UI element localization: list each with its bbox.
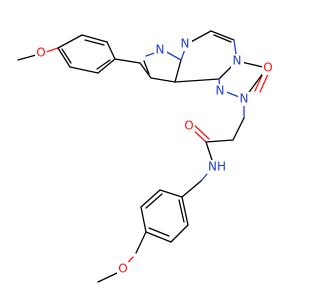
nitrogen-pyrazole-2-label: N [181,37,190,51]
oxygen-bottom-label: O [118,262,127,276]
oxygen-ring-carbonyl-label: O [263,61,272,75]
nitrogen-triazole-n2-label: N [240,92,249,106]
nh-amide-label: NH [208,160,226,174]
lower-methoxyphenyl-group [97,180,202,283]
nitrogen-triazole-lower-label: N [216,84,225,98]
nitrogen-triazole-bridge-label: N [233,54,242,68]
oxygen-amide-label: O [184,119,193,133]
nitrogen-pyrazole-1-label: N [156,43,165,57]
atom-labels: O N N N O N N O NH O [35,37,274,276]
oxygen-left-label: O [36,46,45,60]
molecular-structure-diagram: O N N N O N N O NH O [17,30,274,283]
upper-methoxyphenyl-group [17,34,116,74]
